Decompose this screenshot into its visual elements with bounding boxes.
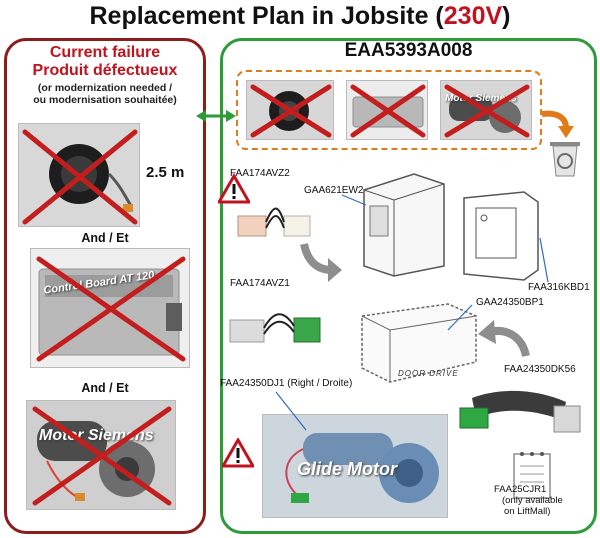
recycle-bin-icon [550, 142, 580, 177]
page-title: Replacement Plan in Jobsite (230V) [0, 2, 600, 31]
glide-motor-illustration [263, 415, 447, 517]
failure-header-en: Current failure [49, 44, 161, 61]
double-arrow-icon [196, 110, 236, 122]
curved-arrow-icon [300, 243, 342, 282]
drive-unit-illustration [361, 303, 477, 383]
drive-unit-label: DOOR DRIVE [398, 369, 459, 378]
glide-motor-photo: Glide Motor [262, 414, 448, 518]
replacement-kit-panel [220, 38, 597, 534]
connector-bottom-code: FAA174AVZ1 [230, 278, 290, 289]
cross-mark-icon [22, 129, 138, 225]
curved-arrow-icon [541, 110, 574, 138]
removed-motor-label: Motor Siemens [445, 93, 517, 104]
warning-icon [222, 438, 254, 468]
manual-note-line1: (only available [502, 495, 563, 506]
drive-unit-code: GAA24350BP1 [476, 297, 544, 308]
bracket-code: FAA316KBD1 [528, 282, 590, 293]
removed-parts-box [236, 70, 542, 150]
kit-code: EAA5393A008 [344, 40, 473, 61]
cable-illustration [459, 390, 581, 433]
manual-note-line2: on LiftMall) [504, 506, 551, 517]
manual-info: FAA25CJR1 (only available on LiftMall) [494, 484, 563, 517]
title-close: ) [502, 2, 511, 30]
failure-note-fr: ou modernisation souhaitée) [33, 94, 177, 106]
current-failure-panel [4, 38, 206, 534]
motor-code: FAA24350DJ1 (Right / Droite) [220, 378, 353, 389]
glide-motor-label: Glide Motor [297, 459, 397, 479]
failure-header-fr: Produit défectueux [32, 62, 178, 79]
removed-board-photo [346, 80, 428, 140]
cross-mark-icon [250, 84, 332, 138]
power-supply-illustration [363, 173, 445, 277]
connector-top-illustration [237, 207, 311, 237]
bracket-illustration [463, 191, 539, 281]
manual-notepad-icon [513, 452, 551, 499]
warning-icon [218, 174, 250, 204]
title-main: Replacement Plan in Jobsite ( [89, 2, 444, 30]
failure-note-en: (or modernization needed / [37, 82, 173, 94]
old-encoder-photo [18, 123, 140, 227]
manual-code: FAA25CJR1 [494, 484, 547, 495]
removed-motor-photo: Motor Siemens [440, 80, 532, 140]
title-voltage: 230V [443, 2, 503, 30]
cable-length: 2.5 m [146, 164, 185, 181]
cross-mark-icon [32, 406, 172, 506]
connector-bottom-illustration [229, 313, 321, 343]
control-board-photo: Control Board AT 120 [30, 248, 190, 368]
and-separator-1: And / Et [81, 231, 129, 245]
cross-mark-icon [350, 84, 426, 138]
cable-code: FAA24350DK56 [504, 364, 576, 375]
cross-mark-icon [444, 84, 530, 138]
connector-top-code: FAA174AVZ2 [230, 168, 290, 179]
curved-arrow-icon [478, 320, 530, 358]
failure-header: Current failure Produit défectueux [8, 44, 202, 80]
cross-mark-icon [36, 256, 186, 362]
removed-encoder-photo [246, 80, 334, 140]
and-separator-2: And / Et [81, 381, 129, 395]
failure-note: (or modernization needed / ou modernisat… [8, 82, 202, 106]
power-supply-code: GAA621EW2 [304, 185, 364, 196]
old-motor-photo: Motor Siemens [26, 400, 176, 510]
